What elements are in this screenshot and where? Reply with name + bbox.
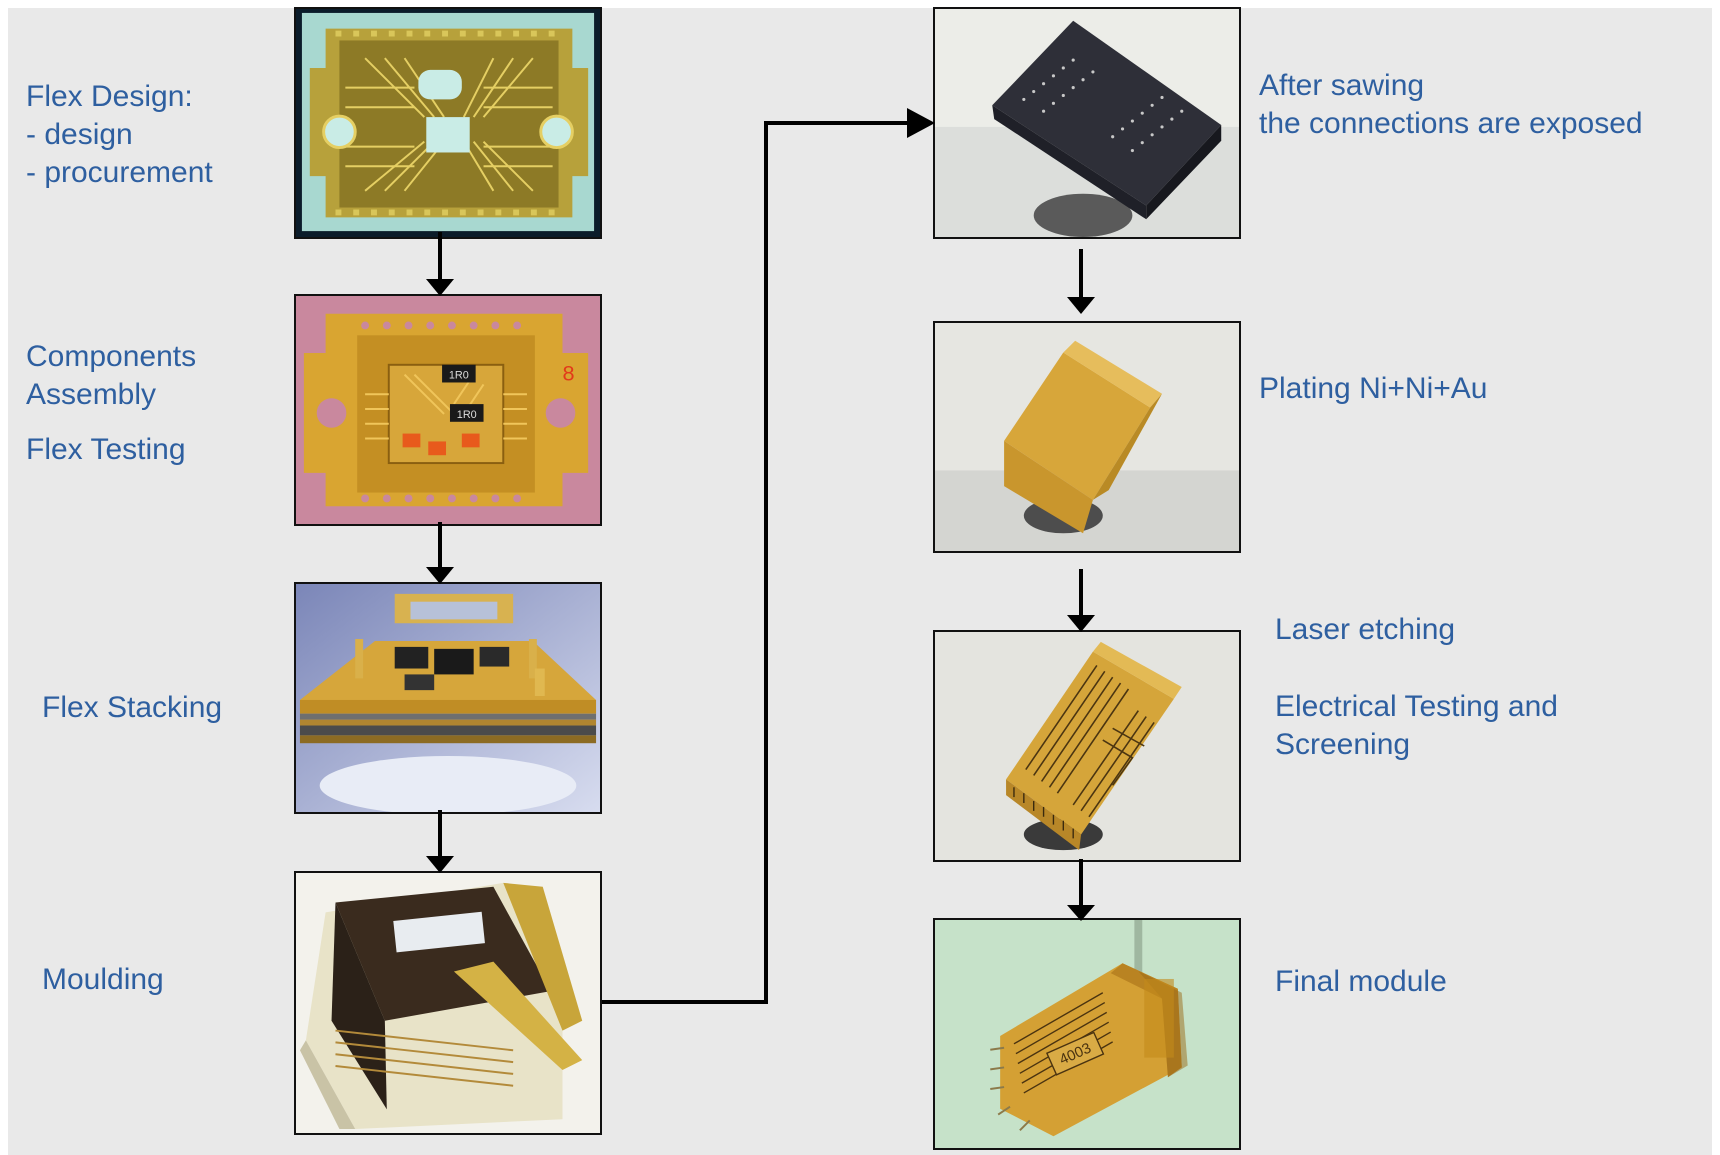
label-plating: Plating Ni+Ni+Au [1259, 370, 1487, 408]
label-line: Flex Design: [26, 80, 193, 113]
photo-after-sawing [933, 7, 1241, 239]
photo-plating [933, 321, 1241, 553]
label-line: Flex Testing [26, 433, 186, 466]
label-line: the connections are exposed [1259, 107, 1643, 140]
plated-cube-illustration [935, 323, 1239, 551]
flex-circuit-illustration [296, 9, 600, 237]
label-flex-stacking: Flex Stacking [42, 689, 222, 727]
photo-moulding [294, 871, 602, 1135]
label-line: Moulding [42, 963, 164, 996]
final-module-illustration: 4003 [935, 920, 1239, 1148]
component-mark: 1R0 [449, 370, 469, 382]
label-line: - procurement [26, 156, 213, 189]
photo-laser-etching [933, 630, 1241, 862]
etched-cube-illustration [935, 632, 1239, 860]
label-flex-design: Flex Design: - design - procurement [26, 78, 213, 192]
label-line: Components [26, 340, 197, 373]
label-line: Flex Stacking [42, 691, 223, 724]
label-line: After sawing [1259, 69, 1425, 102]
label-line: Laser etching [1275, 613, 1456, 646]
label-final-module: Final module [1275, 963, 1447, 1001]
label-line: - design [26, 118, 133, 151]
stacked-flex-illustration [296, 584, 600, 812]
label-laser-etching: Laser etching [1275, 611, 1455, 649]
label-line: Final module [1275, 965, 1447, 998]
sawn-cube-illustration [935, 9, 1239, 237]
label-line: Electrical Testing and [1275, 690, 1558, 723]
photo-flex-design [294, 7, 602, 239]
photo-components-assembly: 1R0 1R0 8 [294, 294, 602, 526]
label-line: Screening [1275, 728, 1411, 761]
assembled-flex-illustration: 1R0 1R0 8 [296, 296, 600, 524]
label-components-assembly: Components Assembly [26, 338, 196, 414]
label-flex-testing: Flex Testing [26, 431, 186, 469]
component-mark: 1R0 [457, 409, 477, 421]
label-after-sawing: After sawing the connections are exposed [1259, 67, 1643, 143]
photo-final-module: 4003 [933, 918, 1241, 1150]
board-mark: 8 [562, 361, 574, 386]
label-line: Assembly [26, 378, 157, 411]
slide-background [8, 8, 1712, 1155]
photo-flex-stacking [294, 582, 602, 814]
label-electrical-testing: Electrical Testing and Screening [1275, 688, 1558, 764]
label-line: Plating Ni+Ni+Au [1259, 372, 1488, 405]
moulded-stack-illustration [296, 873, 600, 1133]
label-moulding: Moulding [42, 961, 164, 999]
